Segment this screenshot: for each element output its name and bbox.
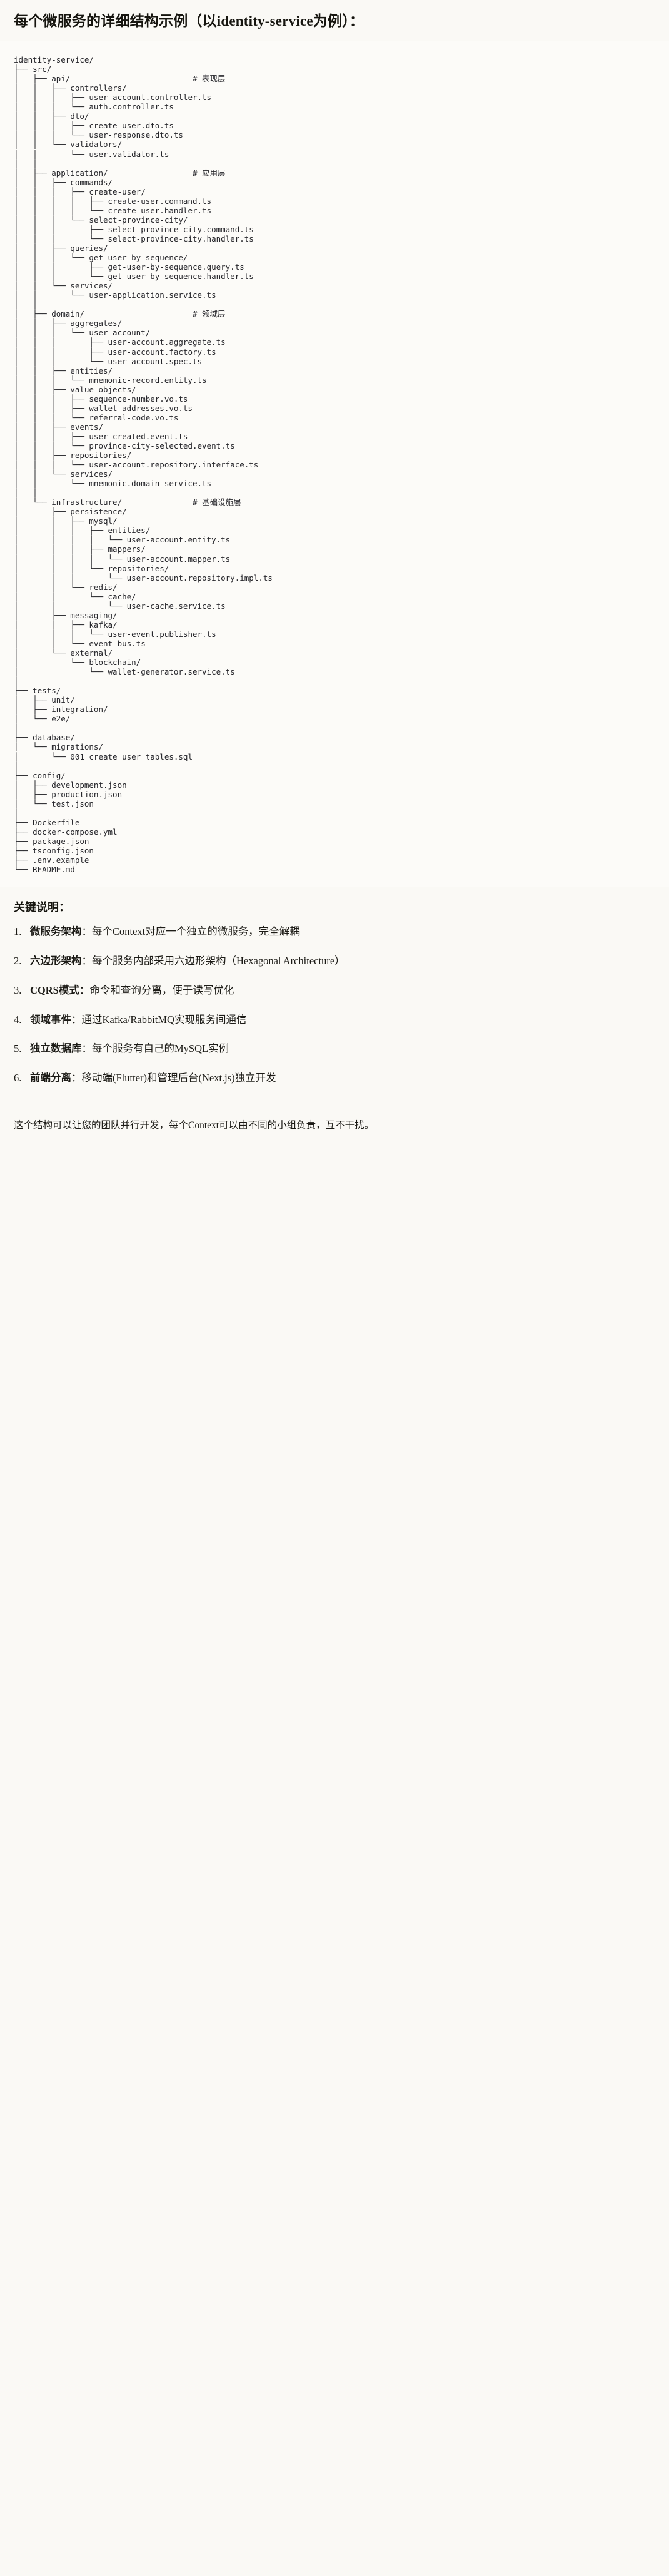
note-separator: ：	[71, 1072, 82, 1084]
page-title: 每个微服务的详细结构示例（以identity-service为例）：	[14, 13, 365, 29]
list-item: 六边形架构：每个服务内部采用六边形架构（Hexagonal Architectu…	[14, 954, 655, 969]
note-term: 领域事件	[30, 1013, 71, 1026]
note-description: 通过Kafka/RabbitMQ实现服务间通信	[81, 1013, 247, 1026]
note-term: 独立数据库	[30, 1042, 82, 1055]
key-notes-title: 关键说明：	[14, 901, 70, 914]
list-item: 前端分离：移动端(Flutter)和管理后台(Next.js)独立开发	[14, 1071, 655, 1086]
list-item: 微服务架构：每个Context对应一个独立的微服务，完全解耦	[14, 924, 655, 940]
note-term: 前端分离	[30, 1072, 71, 1084]
list-item: CQRS模式：命令和查询分离，便于读写优化	[14, 983, 655, 999]
list-item: 领域事件：通过Kafka/RabbitMQ实现服务间通信	[14, 1012, 655, 1028]
note-description: 移动端(Flutter)和管理后台(Next.js)独立开发	[81, 1072, 276, 1084]
note-separator: ：	[81, 1042, 93, 1055]
note-description: 每个Context对应一个独立的微服务，完全解耦	[92, 925, 300, 938]
key-notes-list: 微服务架构：每个Context对应一个独立的微服务，完全解耦 六边形架构：每个服…	[14, 924, 655, 1086]
note-term: 微服务架构	[30, 925, 82, 938]
note-term: CQRS模式	[30, 984, 79, 996]
note-separator: ：	[71, 1013, 82, 1026]
note-description: 每个服务有自己的MySQL实例	[92, 1042, 229, 1055]
closing-paragraph: 这个结构可以让您的团队并行开发，每个Context可以由不同的小组负责，互不干扰…	[14, 1120, 375, 1131]
code-block-directory-tree: identity-service/ ├── src/ │ ├── api/ # …	[0, 41, 669, 888]
note-term: 六边形架构	[30, 955, 82, 967]
note-separator: ：	[79, 984, 90, 996]
list-item: 独立数据库：每个服务有自己的MySQL实例	[14, 1041, 655, 1057]
document-page: 每个微服务的详细结构示例（以identity-service为例）： ident…	[0, 0, 669, 1149]
note-description: 命令和查询分离，便于读写优化	[89, 984, 234, 996]
directory-tree-text: identity-service/ ├── src/ │ ├── api/ # …	[14, 55, 273, 875]
note-separator: ：	[81, 955, 93, 967]
key-notes-section: 关键说明： 微服务架构：每个Context对应一个独立的微服务，完全解耦 六边形…	[0, 887, 669, 1105]
note-description: 每个服务内部采用六边形架构（Hexagonal Architecture）	[92, 955, 345, 967]
note-separator: ：	[81, 925, 93, 938]
